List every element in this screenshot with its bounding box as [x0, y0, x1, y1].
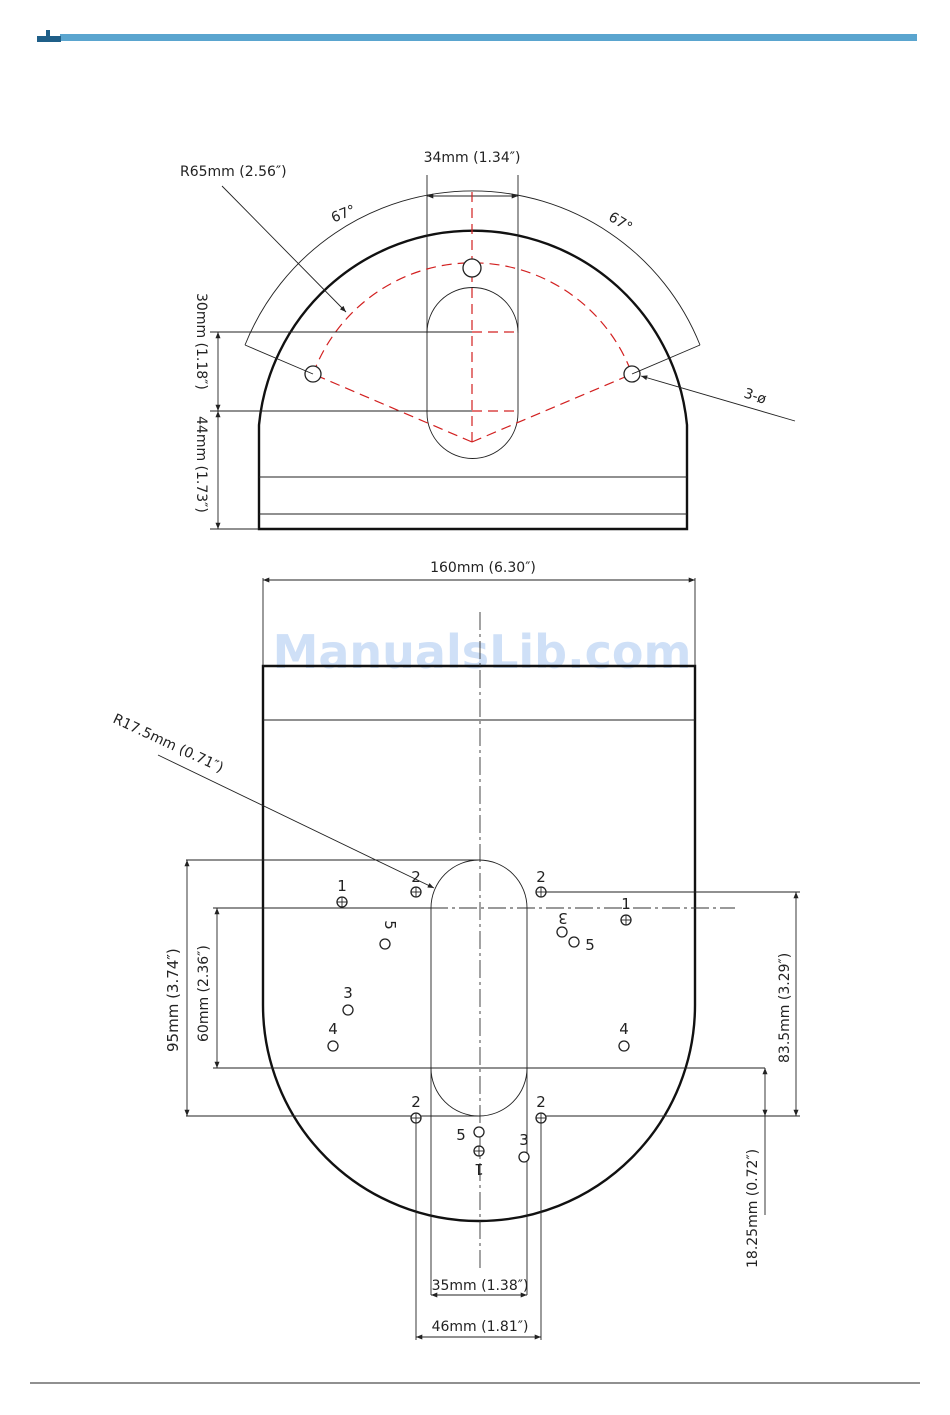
bottom-view: ManualsLib.com 160mm (6.30″) R17.5mm (0.… [110, 560, 800, 1340]
hole-1 [337, 897, 347, 907]
hole-number-4: 4 [619, 1020, 629, 1038]
hole-number-2: 2 [536, 1093, 546, 1111]
construction-ray-right [472, 374, 632, 442]
page-header-bar [37, 30, 917, 42]
hole-number-2: 2 [411, 1093, 421, 1111]
hole-number-5: 5 [456, 1126, 466, 1144]
hole-number-3: 3 [343, 984, 353, 1002]
dim-46-label: 46mm (1.81″) [432, 1319, 529, 1335]
hole-5 [474, 1127, 484, 1137]
radius-leader [222, 186, 346, 312]
watermark: ManualsLib.com [273, 625, 692, 679]
hole-5 [380, 939, 390, 949]
dim-60-label: 60mm (2.36″) [196, 945, 212, 1042]
dim-83-label: 83.5mm (3.29″) [777, 953, 793, 1063]
slot-width-label: 34mm (1.34″) [424, 150, 521, 166]
hole-number-1: 1 [621, 895, 631, 913]
hole-number-5: 5 [381, 920, 399, 930]
hole-1 [474, 1146, 484, 1156]
hole-number-2: 2 [411, 868, 421, 886]
hole-number-5: 5 [585, 936, 595, 954]
slot-radius-leader [158, 755, 434, 888]
hole-1 [621, 915, 631, 925]
top-view: 34mm (1.34″) 67° 67° R65mm (2.56″) 3-ø 3… [180, 150, 795, 529]
top-hole-center [463, 259, 481, 277]
construction-ray-left [313, 374, 472, 442]
hole-3 [557, 927, 567, 937]
hole-2 [411, 1113, 421, 1123]
dim-95-label: 95mm (3.74″) [164, 948, 182, 1052]
hole-number-3: 3 [558, 909, 568, 927]
width-label: 160mm (6.30″) [430, 560, 536, 576]
hole-number-2: 2 [536, 868, 546, 886]
hole-count-leader [641, 376, 795, 421]
bottom-view-outline [263, 666, 695, 1221]
hole-2 [536, 1113, 546, 1123]
hole-5 [569, 937, 579, 947]
height-30-label: 30mm (1.18″) [193, 293, 209, 390]
dim-18-label: 18.25mm (0.72″) [745, 1149, 761, 1268]
hole-number-1: 1 [337, 877, 347, 895]
height-44-label: 44mm (1.73″) [193, 416, 209, 513]
top-radius-label: R65mm (2.56″) [180, 164, 287, 180]
hole-number-4: 4 [328, 1020, 338, 1038]
bottom-view-slot [431, 860, 527, 1116]
slot-radius-label: R17.5mm (0.71″) [110, 711, 225, 776]
mounting-holes [328, 887, 631, 1162]
hole-3 [519, 1152, 529, 1162]
hole-number-3: 3 [519, 1131, 529, 1149]
hole-count-label: 3-ø [742, 386, 769, 408]
hole-4 [328, 1041, 338, 1051]
dim-35-label: 35mm (1.38″) [432, 1278, 529, 1294]
hole-3 [343, 1005, 353, 1015]
hole-2 [536, 887, 546, 897]
angle-left-label: 67° [329, 202, 358, 226]
hole-2 [411, 887, 421, 897]
angle-right-label: 67° [605, 209, 635, 236]
hole-number-1: 1 [474, 1160, 484, 1178]
hole-4 [619, 1041, 629, 1051]
angle-extension-left [245, 345, 313, 374]
